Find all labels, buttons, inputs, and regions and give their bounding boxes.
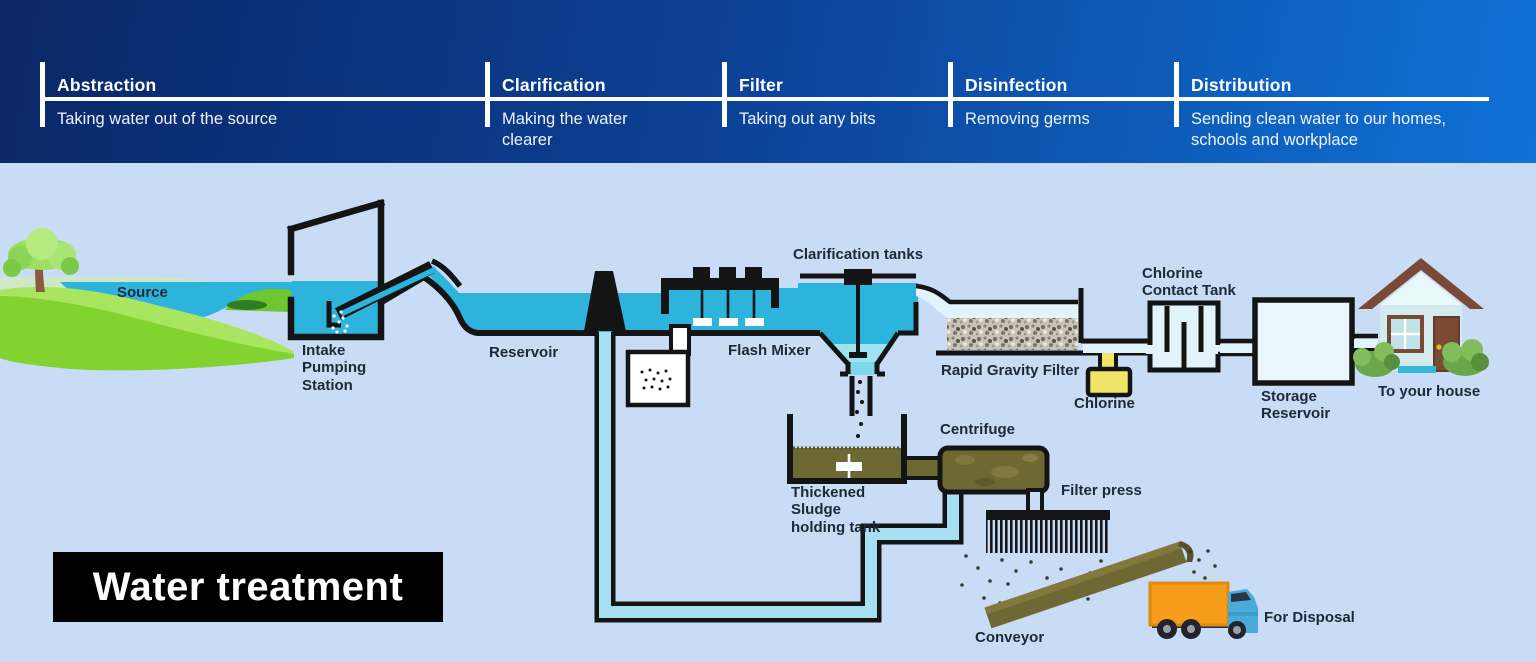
thickened-sludge-label: Thickened Sludge holding tank [791,484,881,536]
process-steps-header: Abstraction Taking water out of the sour… [0,0,1536,163]
intake-label: Intake Pumping Station [302,342,367,394]
bushes [1353,339,1489,377]
step-distribution: Distribution Sending clean water to our … [1174,62,1501,151]
centrifuge [937,445,1050,495]
step-bar [722,62,727,127]
step-title: Distribution [1191,75,1292,95]
centrifuge-label: Centrifuge [940,421,1015,438]
chlorine-tank [1085,353,1133,398]
house [1353,258,1489,377]
step-bar [40,62,45,127]
step-bar [948,62,953,127]
step-desc: Sending clean water to our homes, school… [1191,110,1446,150]
reservoir-label: Reservoir [489,344,559,361]
storage-reservoir [1252,297,1378,386]
conveyor-label: Conveyor [975,629,1045,646]
header-divider-line [40,97,1489,101]
intake-pumping-station [286,198,438,341]
chemical-doser [625,324,691,408]
tree [3,228,79,292]
chlorine-label: Chlorine [1074,395,1135,412]
disposal-truck [1148,581,1258,639]
intake-bubbles [331,310,349,334]
chlorine-contact-tank [1146,300,1255,373]
step-bar [485,62,490,127]
flash-mixer [661,267,779,326]
storage-reservoir-label: Storage Reservoir [1261,388,1331,423]
step-title: Disinfection [965,75,1068,95]
step-desc: Making the water clearer [502,110,628,150]
step-desc: Taking water out of the source [57,110,278,128]
step-title: Abstraction [57,75,157,95]
settling-sludge-dots [855,380,864,438]
to-your-house-label: To your house [1378,383,1481,400]
clarification-tanks-label: Clarification tanks [793,246,924,263]
clarification-tank [800,269,919,438]
step-abstraction: Abstraction Taking water out of the sour… [40,62,477,130]
step-clarification: Clarification Making the water clearer [485,62,677,151]
reservoir [339,258,918,336]
page-title: Water treatment [53,552,443,622]
return-pipe [594,330,964,623]
filter-press-label: Filter press [1061,482,1142,499]
source-landscape [0,228,294,371]
step-bar [1174,62,1179,127]
step-disinfection: Disinfection Removing germs [948,62,1180,130]
source-label: Source [117,284,168,301]
rapid-gravity-filter [915,283,1150,356]
step-title: Clarification [502,75,606,95]
filter-press [960,488,1110,605]
flash-mixer-label: Flash Mixer [728,342,811,359]
rapid-gravity-filter-label: Rapid Gravity Filter [941,362,1080,379]
step-desc: Removing germs [965,110,1090,128]
step-title: Filter [739,75,783,95]
dam [584,271,626,331]
for-disposal-label: For Disposal [1264,609,1355,626]
chlorine-contact-tank-label: Chlorine Contact Tank [1142,265,1236,300]
step-desc: Taking out any bits [739,110,876,128]
conveyor [984,541,1217,629]
thickened-sludge-tank [787,414,944,484]
step-filter: Filter Taking out any bits [722,62,939,130]
